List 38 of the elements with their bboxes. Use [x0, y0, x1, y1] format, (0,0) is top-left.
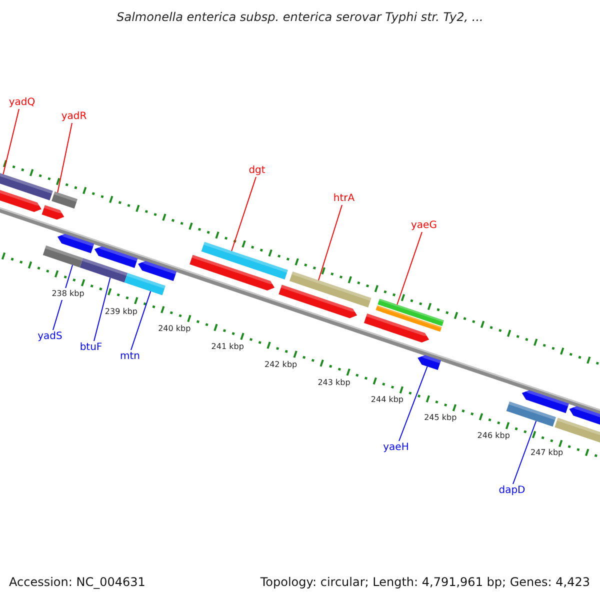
scale-label: 246 kbp	[476, 430, 511, 442]
footer-note: Topology: circular; Length: 4,791,961 bp; Genes: 4,423	[260, 575, 590, 590]
gene-block	[201, 242, 288, 280]
gene-block	[378, 298, 444, 326]
gene-label: yaeH	[383, 441, 409, 454]
gene-block	[0, 170, 53, 200]
footer-note: Accession: NC_004631	[9, 575, 146, 590]
gene-label: btuF	[80, 341, 102, 354]
title: Salmonella enterica subsp. enterica serovar Typhi str. Ty2, ...	[116, 9, 484, 25]
gene-label: yaeG	[411, 219, 437, 232]
scale-label: 247 kbp	[530, 447, 564, 460]
gene-block	[42, 246, 84, 268]
scale-label: 241 kbp	[210, 341, 245, 354]
scale-label: 240 kbp	[157, 323, 192, 336]
scale-label: 242 kbp	[264, 358, 298, 371]
leader-line	[231, 176, 256, 252]
gene-label: yadS	[38, 330, 62, 343]
leader-line	[2, 108, 20, 175]
leader-line	[398, 366, 428, 442]
gene-label: dapD	[498, 484, 526, 497]
gene-label: yadQ	[8, 96, 36, 109]
gene-block	[52, 192, 78, 209]
scale-label: 239 kbp	[104, 306, 138, 318]
scale-label: 245 kbp	[423, 412, 458, 424]
scale-label: 243 kbp	[316, 376, 352, 388]
gene-block	[124, 272, 166, 296]
scale-label: 238 kbp	[50, 288, 86, 300]
gene-block	[80, 258, 128, 282]
scale-label: 244 kbp	[370, 394, 404, 406]
leader-line	[130, 290, 152, 350]
gene-block	[289, 272, 372, 308]
gene-block	[418, 354, 442, 370]
leader-line	[318, 204, 342, 281]
gene-label: yadR	[61, 110, 87, 123]
gene-block	[506, 402, 556, 427]
gene-label: htrA	[333, 192, 355, 205]
gene-label: dgt	[248, 164, 266, 177]
gene-label: mtn	[120, 350, 140, 363]
